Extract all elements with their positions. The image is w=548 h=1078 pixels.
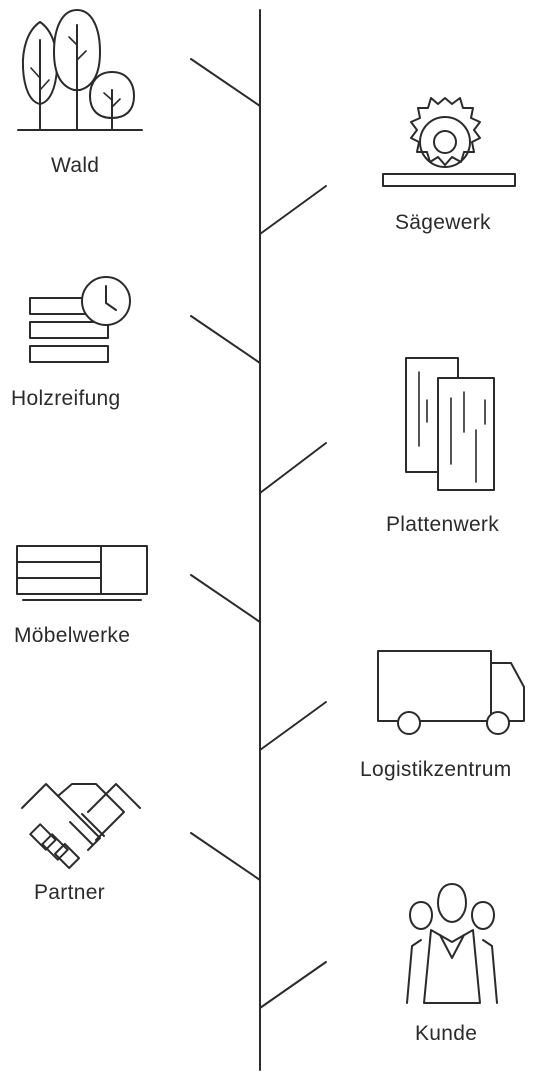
label-saegewerk: Sägewerk xyxy=(395,211,491,234)
branch-plattenwerk xyxy=(259,442,327,494)
branch-holzreifung xyxy=(190,315,261,364)
handshake-icon xyxy=(21,783,141,870)
branch-saegewerk xyxy=(259,185,327,235)
branch-moebelwerke xyxy=(190,574,261,623)
forest-icon xyxy=(17,9,143,131)
label-partner: Partner xyxy=(34,881,105,904)
label-logistikzentrum: Logistikzentrum xyxy=(360,758,512,781)
truck-icon xyxy=(377,650,525,735)
people-icon xyxy=(406,883,498,1004)
label-kunde: Kunde xyxy=(415,1022,478,1045)
branch-partner xyxy=(190,832,261,881)
branch-kunde xyxy=(259,961,327,1009)
branch-wald xyxy=(190,58,261,107)
label-plattenwerk: Plattenwerk xyxy=(386,513,500,536)
cabinet-icon xyxy=(16,545,148,601)
branch-logistikzentrum xyxy=(259,701,327,751)
timber-drying-clock-icon xyxy=(29,276,131,363)
wood-panels-icon xyxy=(405,357,495,491)
label-moebelwerke: Möbelwerke xyxy=(14,624,131,647)
sawblade-icon xyxy=(382,97,516,187)
label-wald: Wald xyxy=(51,154,100,177)
label-holzreifung: Holzreifung xyxy=(11,387,121,410)
